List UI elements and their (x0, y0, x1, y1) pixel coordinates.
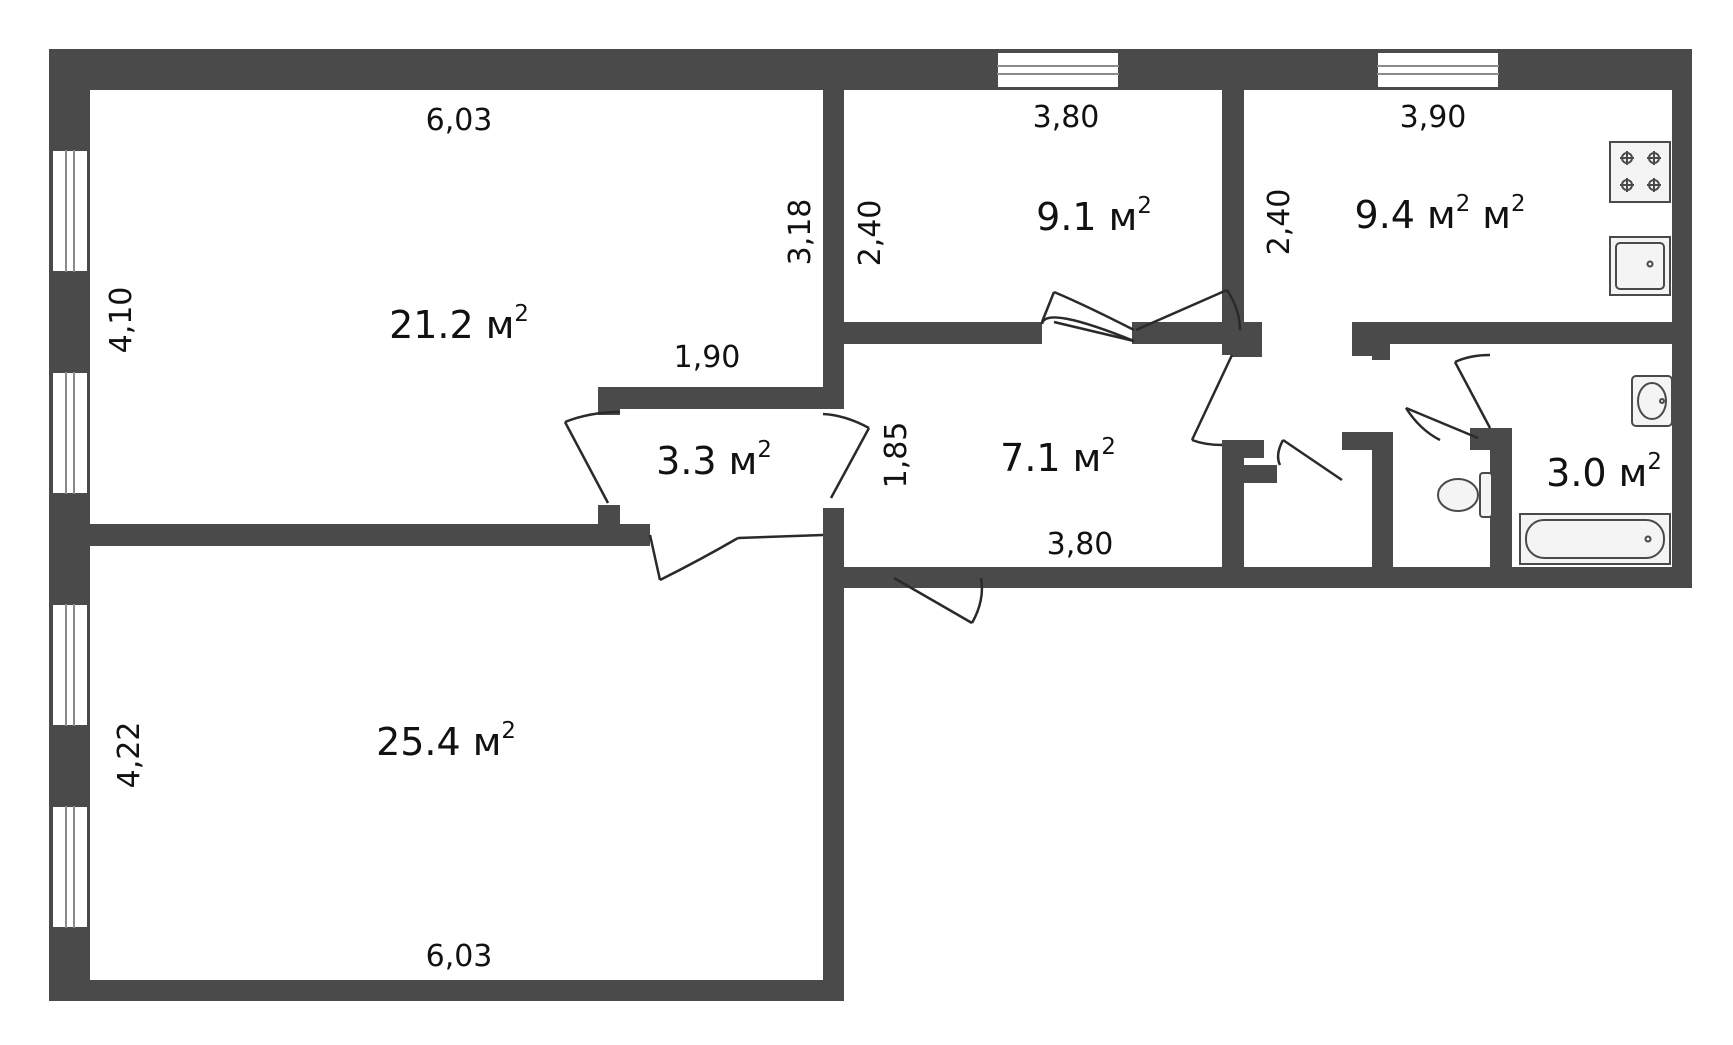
area-room2: 25.4 м2 (376, 717, 516, 764)
dim-room1-right: 3,18 (783, 198, 818, 266)
area-closet: 3.3 м2 (656, 436, 772, 483)
dim-room2-left: 4,22 (112, 721, 147, 789)
dim-hall-bottom: 3,80 (1046, 527, 1114, 562)
dim-kitchen-top: 3,90 (1399, 100, 1467, 135)
window-lines (65, 65, 1499, 928)
walls (49, 49, 1692, 1001)
dim-kitchen-left: 2,40 (1262, 188, 1297, 256)
dim-room3-top: 3,80 (1032, 100, 1100, 135)
doors (563, 288, 1492, 625)
dim-room2-bottom: 6,03 (425, 939, 493, 974)
area-room3: 9.1 м2 (1036, 192, 1152, 239)
bathroom-sink-icon (1631, 375, 1673, 427)
kitchen-sink-icon (1609, 236, 1671, 296)
area-kitchen: 9.4 м2 м2 (1354, 190, 1526, 237)
dim-closet-right: 1,85 (879, 421, 914, 489)
toilet-icon (1437, 472, 1493, 518)
area-bathroom: 3.0 м2 (1546, 448, 1662, 495)
dim-room3-left: 2,40 (853, 199, 888, 267)
dim-room1-left: 4,10 (104, 286, 139, 354)
bathtub-icon (1519, 513, 1671, 565)
dim-room1-top: 6,03 (425, 103, 493, 138)
windows (51, 51, 1500, 929)
dim-closet-top: 1,90 (673, 340, 741, 375)
area-hall: 7.1 м2 (1000, 433, 1116, 480)
area-room1: 21.2 м2 (389, 300, 529, 347)
stove-icon (1609, 141, 1671, 203)
